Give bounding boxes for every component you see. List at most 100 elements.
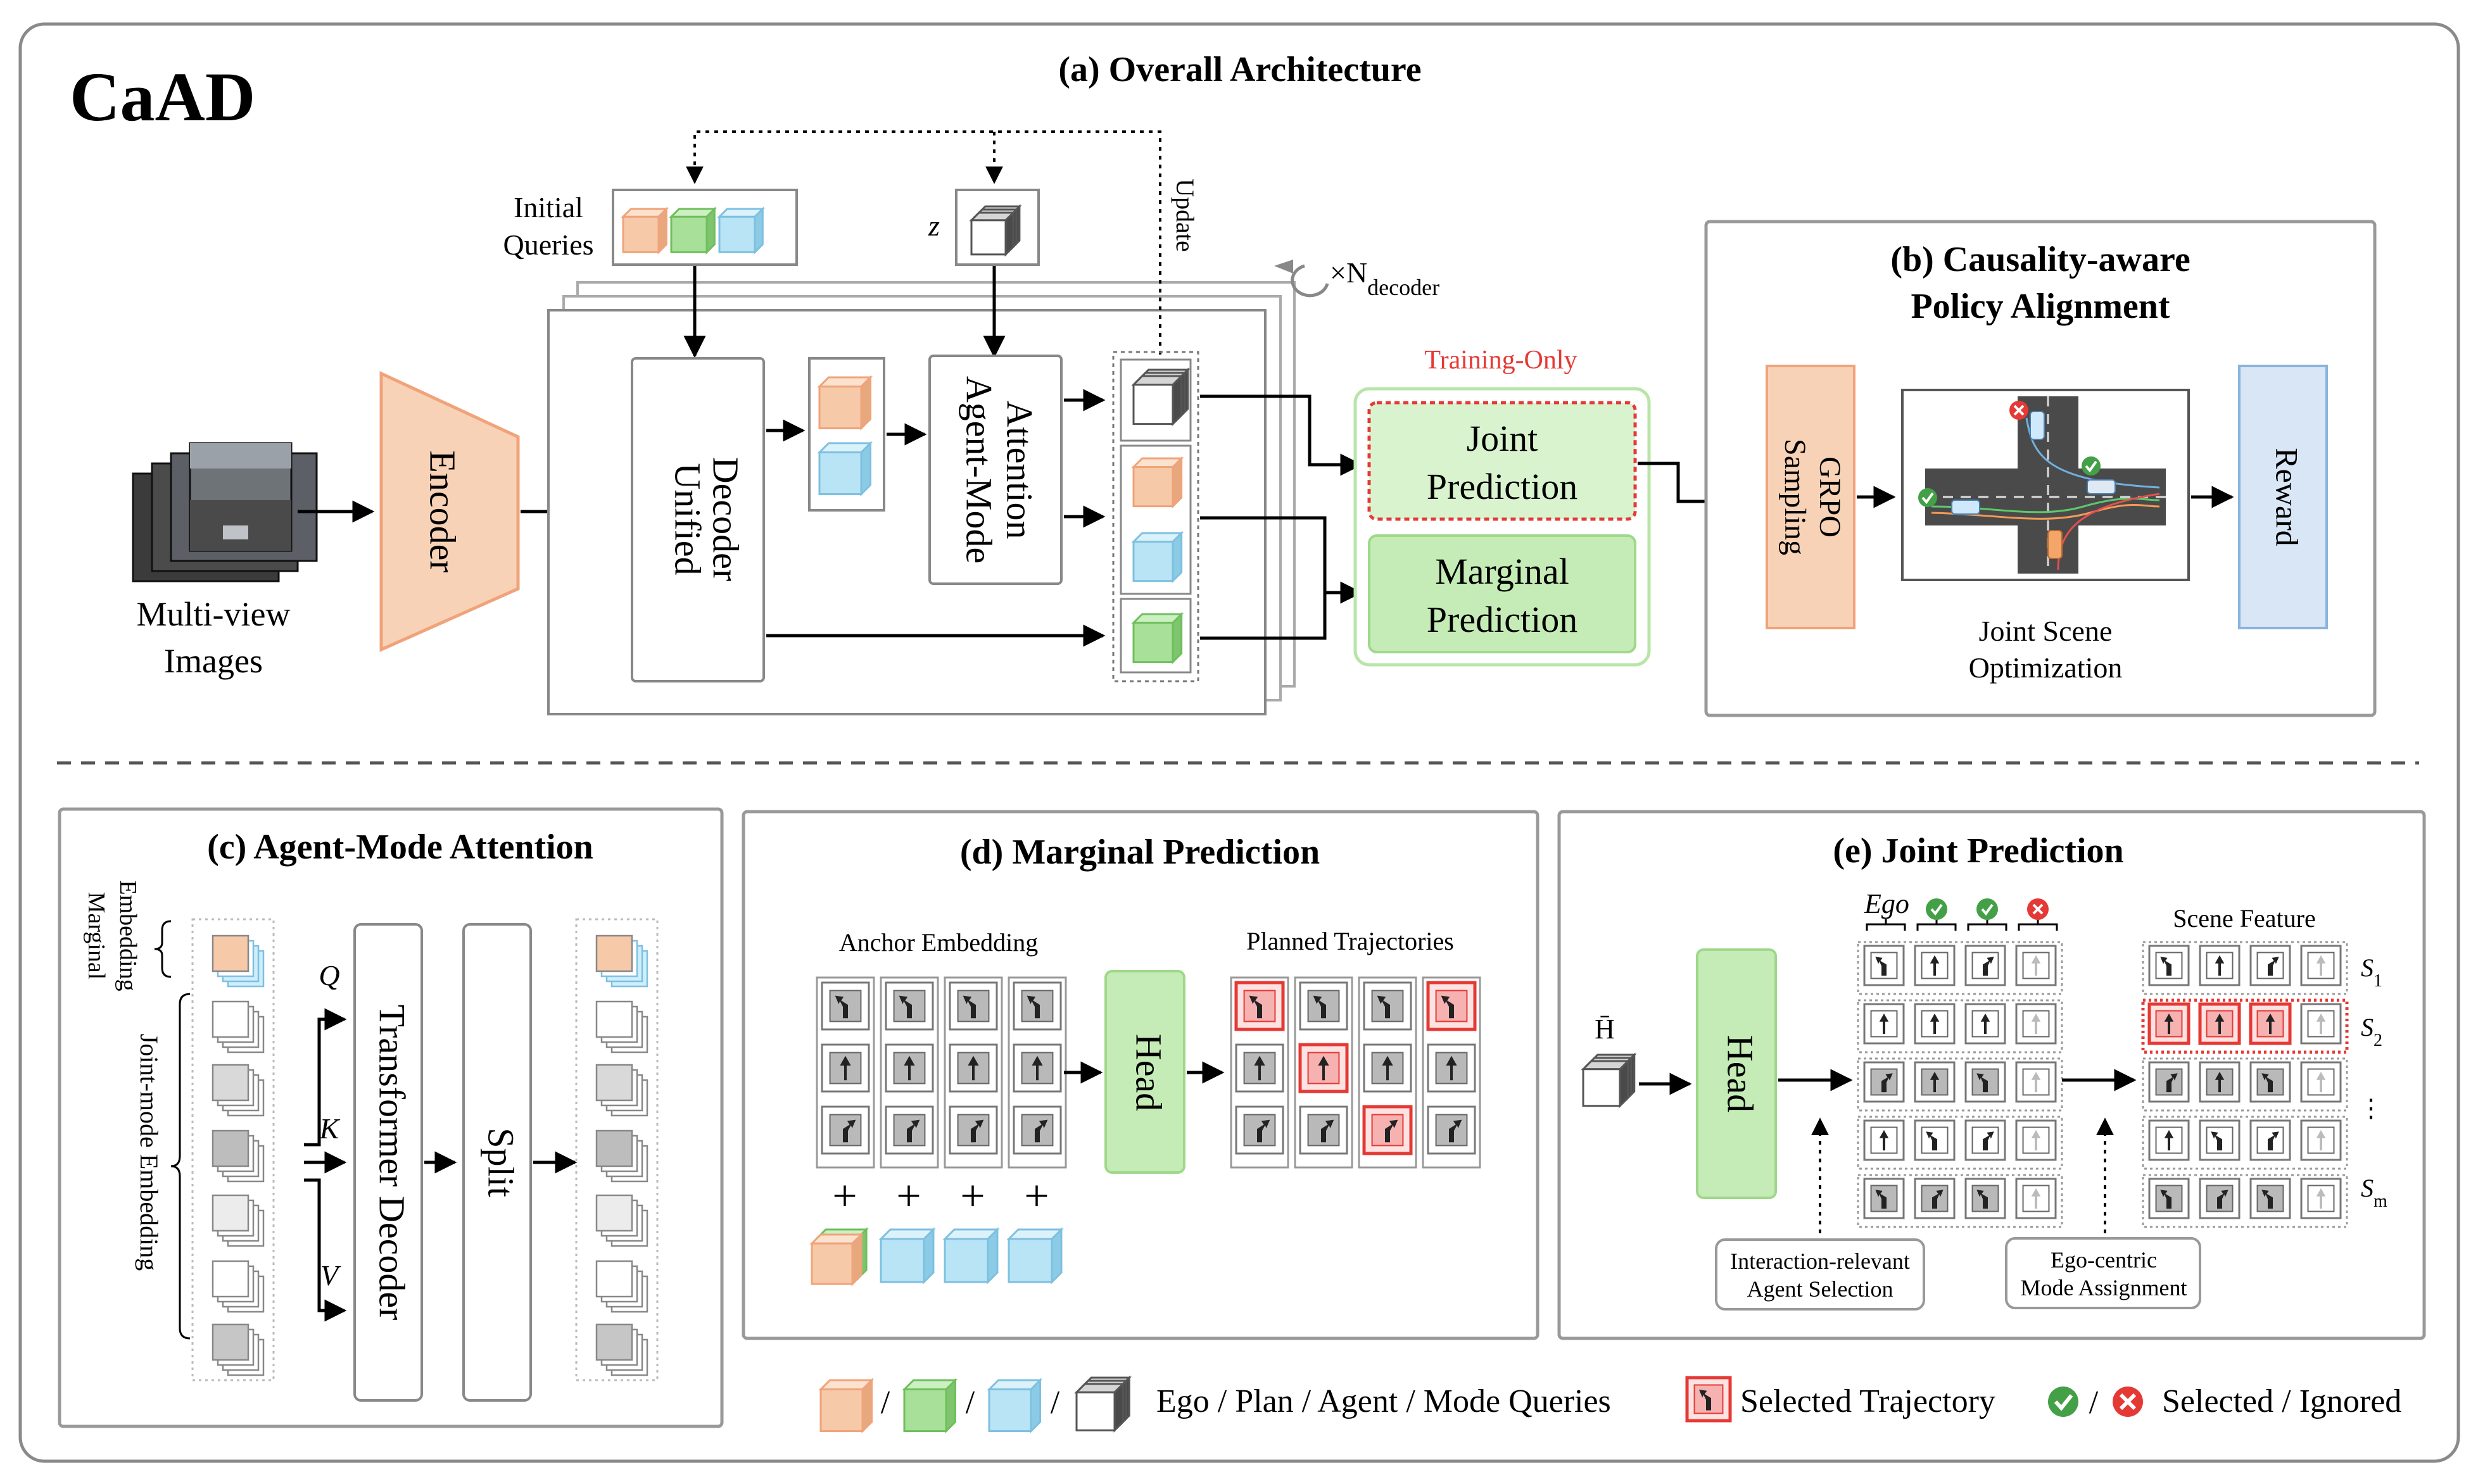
joint-scene-image xyxy=(1901,389,2190,581)
anchor-left-icon xyxy=(885,981,934,1031)
k-label: K xyxy=(319,1112,341,1145)
marginal-head-label: Head xyxy=(1128,1034,1170,1111)
candidate-left-icon xyxy=(1863,1178,1905,1219)
planned-right-icon xyxy=(1235,1105,1284,1155)
ego-query-cube xyxy=(1131,456,1184,509)
candidate-right-icon xyxy=(1964,945,2006,986)
embedding-row xyxy=(595,934,648,988)
candidate-ghost-icon xyxy=(2015,945,2057,986)
joint-line1: Joint xyxy=(1467,418,1538,459)
planned-left-icon xyxy=(1299,981,1348,1031)
scene-right-icon xyxy=(2249,945,2291,986)
anchor-embedding-grid xyxy=(816,976,1067,1169)
scene-ghost-icon xyxy=(2300,1178,2342,1219)
training-only-label: Training-Only xyxy=(1424,346,1577,375)
marginal-brace xyxy=(154,920,172,978)
output-query-cubes xyxy=(1131,367,1191,665)
candidate-left-icon xyxy=(1964,1061,2006,1103)
marginal-prediction-block xyxy=(1368,534,1636,653)
scene-up-icon xyxy=(2147,1002,2190,1045)
planned-up-icon xyxy=(1235,1043,1284,1093)
egocentric-line1: Ego-centric xyxy=(2051,1247,2157,1273)
legend-ego-cube xyxy=(818,1378,875,1434)
planned-left-icon xyxy=(1234,981,1285,1031)
candidate-right-icon xyxy=(1914,1178,1956,1219)
scene-line1: Joint Scene xyxy=(1979,615,2113,647)
embedding-row xyxy=(595,1129,648,1183)
arrow-agent-to-marginal xyxy=(1200,516,1363,604)
mode-query-cube xyxy=(969,204,1022,257)
scene-left-icon xyxy=(2148,1178,2190,1219)
anchor-embedding-label: Anchor Embedding xyxy=(839,928,1038,957)
mode-cube-front xyxy=(1581,1059,1631,1109)
egocentric-line2: Mode Assignment xyxy=(2020,1275,2187,1300)
update-label: Update xyxy=(1171,179,1199,252)
egocentric-box xyxy=(2005,1237,2201,1309)
h-bar-query-cube xyxy=(1581,1052,1637,1109)
anchor-left-icon xyxy=(821,981,870,1031)
ego-query-cube xyxy=(621,206,669,255)
initial-query-cubes xyxy=(621,206,765,255)
q-label: Q xyxy=(319,959,339,991)
scene-feature-label: Scene Feature xyxy=(2173,904,2315,933)
mode-cube-front xyxy=(1131,374,1184,427)
transformer-decoder-block xyxy=(353,923,423,1402)
scene-left-icon xyxy=(2199,1119,2241,1161)
scene-row xyxy=(2142,1057,2348,1112)
plus-sign: + xyxy=(832,1172,857,1221)
split-block xyxy=(462,923,532,1402)
unified-decoder-block xyxy=(631,357,765,682)
planned-up-icon xyxy=(1363,1043,1412,1093)
repeat-label: ×Ndecoder xyxy=(1330,256,1439,300)
planned-trajectories-label: Planned Trajectories xyxy=(1246,927,1454,955)
marginal-line1: Marginal xyxy=(1435,551,1569,592)
planned-left-icon xyxy=(1363,981,1412,1031)
update-loop-line xyxy=(686,130,1161,355)
anchor-up-icon xyxy=(949,1043,998,1093)
panel-b-title-line2: Policy Alignment xyxy=(1911,287,2170,326)
candidate-right-icon xyxy=(1863,1061,1905,1103)
joint-mode-emb-label: Joint-mode Embedding xyxy=(135,1034,163,1271)
scene-ghost-icon xyxy=(2300,1003,2342,1045)
candidate-up-icon xyxy=(1914,1003,1956,1045)
interaction-box xyxy=(1715,1238,1925,1311)
candidate-ghost-icon xyxy=(2015,1178,2057,1219)
marginal-emb-line1: Marginal xyxy=(83,892,110,980)
candidate-ghost-icon xyxy=(2015,1061,2057,1103)
unified-decoder-line2: Decoder xyxy=(705,457,747,581)
output-queries-box xyxy=(1112,351,1199,682)
embedding-row xyxy=(212,1194,265,1247)
joint-prediction-block xyxy=(1367,401,1637,521)
agent-query-cube xyxy=(717,206,765,255)
joint-head-block xyxy=(1696,948,1777,1199)
input-label-line2: Images xyxy=(164,642,263,680)
candidate-left-icon xyxy=(1914,1119,1956,1161)
joint-head-label: Head xyxy=(1720,1035,1761,1112)
initial-queries-line2: Queries xyxy=(503,229,593,261)
candidate-row xyxy=(1857,1057,2063,1112)
anchor-right-icon xyxy=(949,1105,998,1155)
legend-sep-3: / xyxy=(1051,1385,1060,1421)
legend-sep-1: / xyxy=(881,1385,890,1421)
agent-mode-line1: Agent-Mode xyxy=(959,376,1000,563)
reward-label: Reward xyxy=(2270,448,2305,546)
legend-sep-2: / xyxy=(966,1385,975,1421)
candidate-ghost-icon xyxy=(2015,1003,2057,1045)
scene-left-icon xyxy=(2148,945,2190,986)
anchor-up-icon xyxy=(1013,1043,1062,1093)
encoder-block xyxy=(379,371,520,652)
panel-b-title-line1: (b) Causality-aware xyxy=(1890,240,2190,279)
ego-label: Ego xyxy=(1864,888,1909,919)
agent-mode-line2: Attention xyxy=(999,400,1040,539)
grpo-line2: Sampling xyxy=(1778,439,1812,555)
anchor-left-icon xyxy=(1013,981,1062,1031)
scene-row xyxy=(2142,1116,2348,1170)
scene-right-icon xyxy=(2249,1119,2291,1161)
legend-check-icon xyxy=(2048,1387,2078,1417)
legend-queries-label: Ego / Plan / Agent / Mode Queries xyxy=(1156,1383,1611,1419)
agent-mode-attention-block xyxy=(928,355,1063,585)
marginal-emb-line2: Embedding xyxy=(115,880,141,991)
scene-ghost-icon xyxy=(2300,945,2342,986)
planned-right-icon xyxy=(1362,1105,1413,1155)
marginal-head-block xyxy=(1104,970,1185,1174)
